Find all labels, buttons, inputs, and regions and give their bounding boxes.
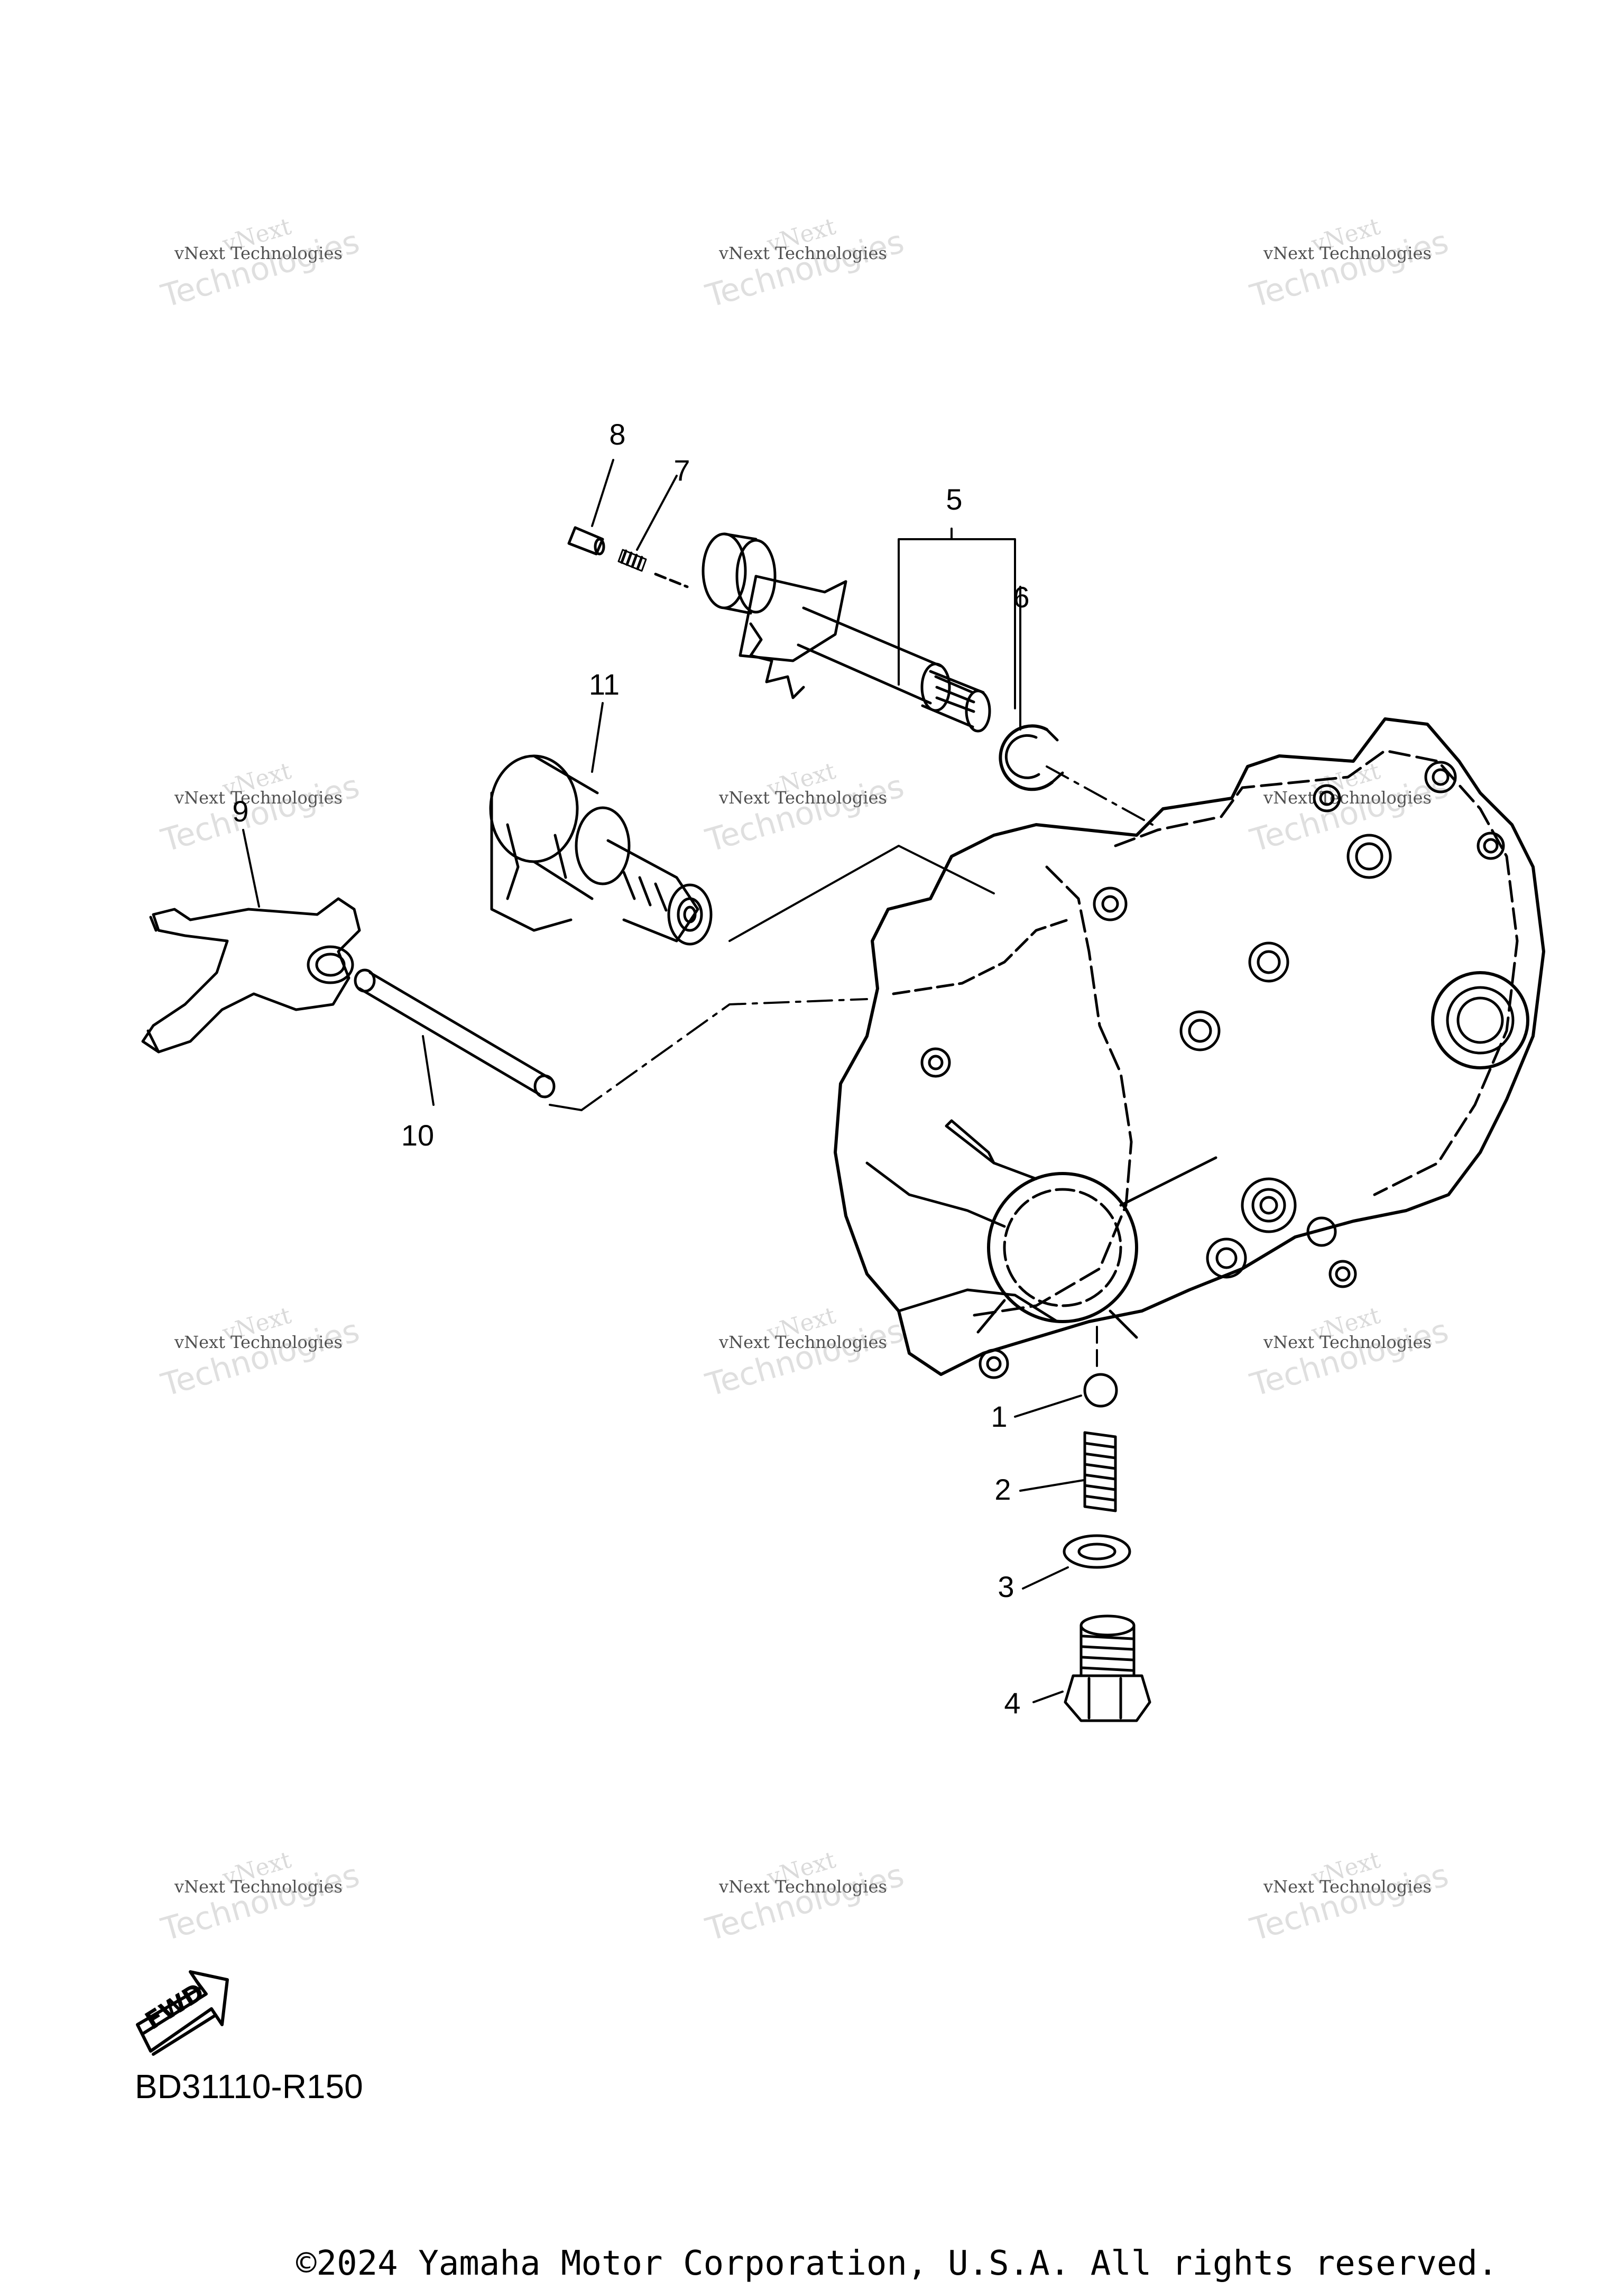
callout-2[interactable]: 2: [994, 1473, 1011, 1506]
circlip-part-6: [999, 724, 1064, 791]
shift-shaft-part-5: [702, 532, 991, 733]
callout-9[interactable]: 9: [232, 795, 249, 828]
callout-6[interactable]: 6: [1013, 580, 1030, 614]
spring-part-2: [1083, 1431, 1117, 1512]
spring-part-7: [617, 549, 689, 588]
callout-leaders: [242, 459, 1085, 1703]
washer-part-3: [1063, 1534, 1131, 1569]
callout-4[interactable]: 4: [1004, 1686, 1021, 1720]
callout-11[interactable]: 11: [588, 668, 620, 701]
callout-8[interactable]: 8: [609, 418, 626, 451]
assembly-lines: [549, 765, 1154, 1370]
fork-shaft-part-10: [354, 968, 556, 1098]
callout-10[interactable]: 10: [401, 1119, 435, 1152]
pin-part-8: [567, 526, 605, 556]
copyright-notice: ©2024 Yamaha Motor Corporation, U.S.A. A…: [296, 2244, 1498, 2283]
shift-fork-part-9: [141, 897, 361, 1054]
callout-7[interactable]: 7: [673, 454, 690, 487]
fwd-label: FWD: [140, 1977, 209, 2035]
fwd-arrow-icon: [136, 1970, 229, 2056]
callout-3[interactable]: 3: [998, 1570, 1014, 1603]
diagram-code: BD31110-R150: [135, 2067, 363, 2106]
fwd-badge: FWD: [132, 1966, 238, 2056]
crankcase-cover: [834, 717, 1545, 1379]
bolt-part-4: [1064, 1614, 1151, 1722]
shift-drum-part-11: [489, 754, 713, 946]
callout-1[interactable]: 1: [991, 1400, 1008, 1433]
callout-5[interactable]: 5: [946, 483, 963, 516]
ball-part-1: [1083, 1373, 1118, 1408]
